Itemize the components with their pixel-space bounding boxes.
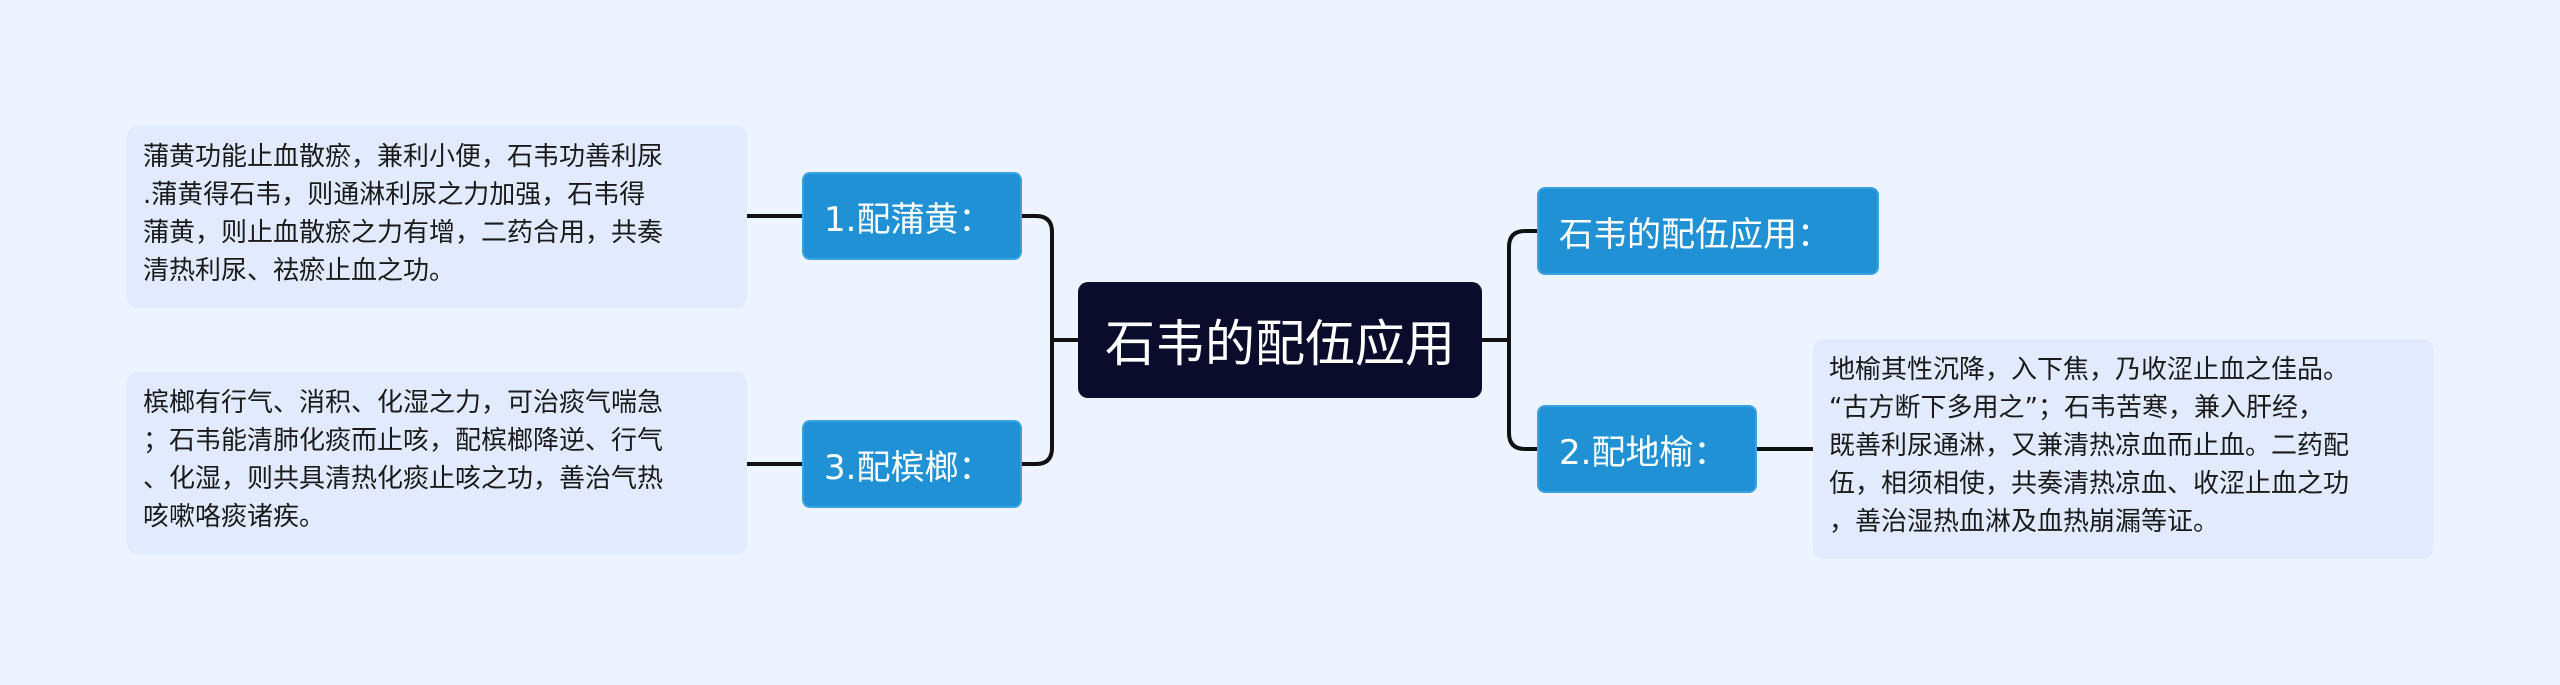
branch-node-overview[interactable]: 石韦的配伍应用： [1537,187,1879,275]
branch-label: 3.配槟榔： [824,447,993,488]
branch-node-puhuang[interactable]: 1.配蒲黄： [802,172,1022,260]
root-title: 石韦的配伍应用 [1105,315,1455,373]
connector-to-branch-2 [1507,338,1539,451]
branch-label: 1.配蒲黄： [824,199,993,240]
root-node[interactable]: 石韦的配伍应用 [1078,282,1482,398]
leaf-node-diyu[interactable]: 地榆其性沉降，入下焦，乃收涩止血之佳品。 “古方断下多用之”；石韦苦寒，兼入肝经… [1813,339,2433,559]
leaf-node-puhuang[interactable]: 蒲黄功能止血散瘀，兼利小便，石韦功善利尿 .蒲黄得石韦，则通淋利尿之力加强，石韦… [127,126,747,308]
branch-node-binglang[interactable]: 3.配槟榔： [802,420,1022,508]
branch-node-diyu[interactable]: 2.配地榆： [1537,405,1757,493]
leaf-text: 地榆其性沉降，入下焦，乃收涩止血之佳品。 “古方断下多用之”；石韦苦寒，兼入肝经… [1829,355,2350,537]
leaf-text: 蒲黄功能止血散瘀，兼利小便，石韦功善利尿 .蒲黄得石韦，则通淋利尿之力加强，石韦… [143,142,664,286]
connector-to-branch-0 [1507,229,1539,342]
leaf-node-binglang[interactable]: 槟榔有行气、消积、化湿之力，可治痰气喘急 ；石韦能清肺化痰而止咳，配槟榔降逆、行… [127,372,747,554]
leaf-text: 槟榔有行气、消积、化湿之力，可治痰气喘急 ；石韦能清肺化痰而止咳，配槟榔降逆、行… [143,388,664,532]
branch-label: 2.配地榆： [1559,432,1728,473]
connector-to-branch-3 [1020,338,1054,466]
branch-label: 石韦的配伍应用： [1559,214,1831,255]
connector-to-branch-1 [1020,214,1054,342]
